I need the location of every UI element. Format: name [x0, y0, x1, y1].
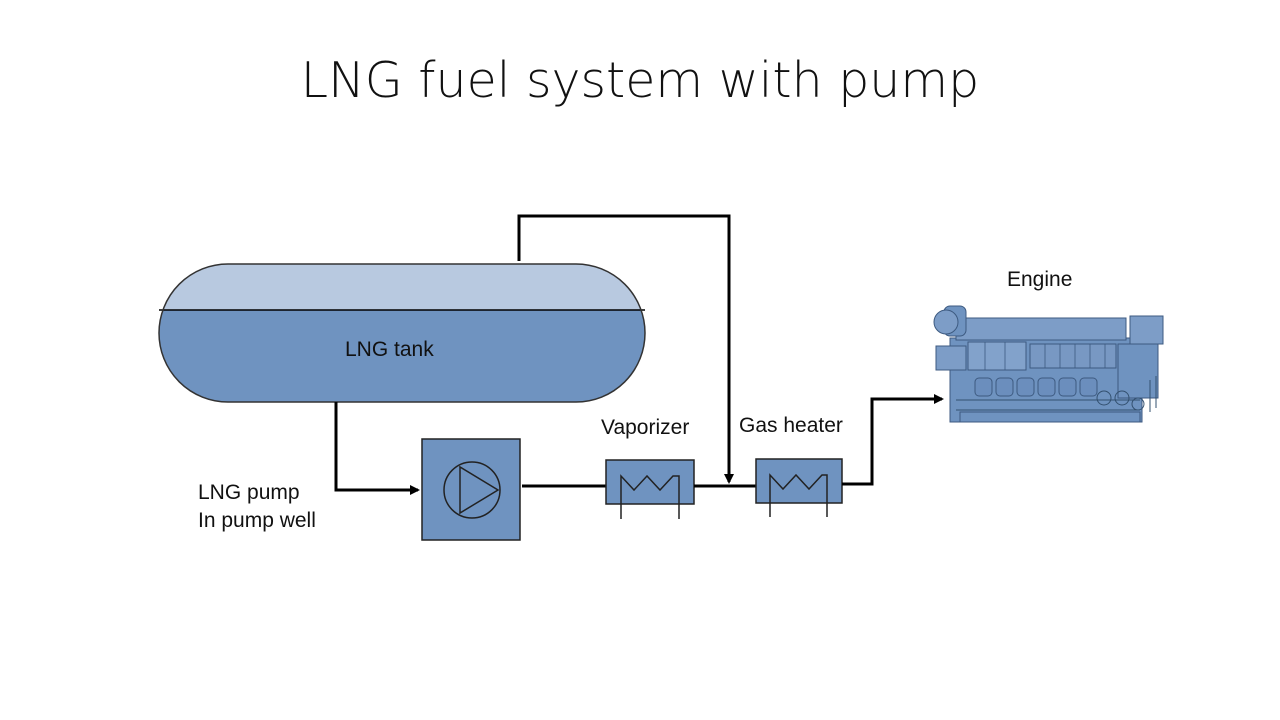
vapor-return-line	[517, 214, 734, 484]
engine-icon	[933, 305, 1164, 423]
tank-vapor-space	[159, 264, 645, 310]
pump-body	[421, 438, 521, 541]
lng-tank	[158, 263, 646, 403]
page-title: LNG fuel system with pump	[300, 52, 980, 109]
pump-label-line1: LNG pump	[198, 481, 300, 504]
tank-label: LNG tank	[345, 338, 434, 361]
vaporizer-coil-icon	[620, 474, 680, 519]
pump-arrow-icon	[459, 465, 500, 515]
tank-outline	[158, 263, 646, 403]
pump-label-line2: In pump well	[198, 509, 316, 532]
pump-icon	[443, 461, 501, 519]
lng-pump	[421, 438, 521, 541]
heater-to-engine-line	[842, 394, 944, 486]
gas-heater-label: Gas heater	[739, 414, 843, 437]
vaporizer-label: Vaporizer	[601, 416, 690, 439]
engine-label: Engine	[1007, 268, 1073, 291]
vaporizer-body	[605, 459, 695, 505]
vaporizer	[605, 459, 695, 519]
tank-liquid	[159, 310, 645, 402]
tank-to-pump-line	[334, 402, 420, 495]
gas-heater	[755, 458, 843, 517]
gas-heater-body	[755, 458, 843, 504]
gas-heater-coil-icon	[769, 473, 828, 517]
